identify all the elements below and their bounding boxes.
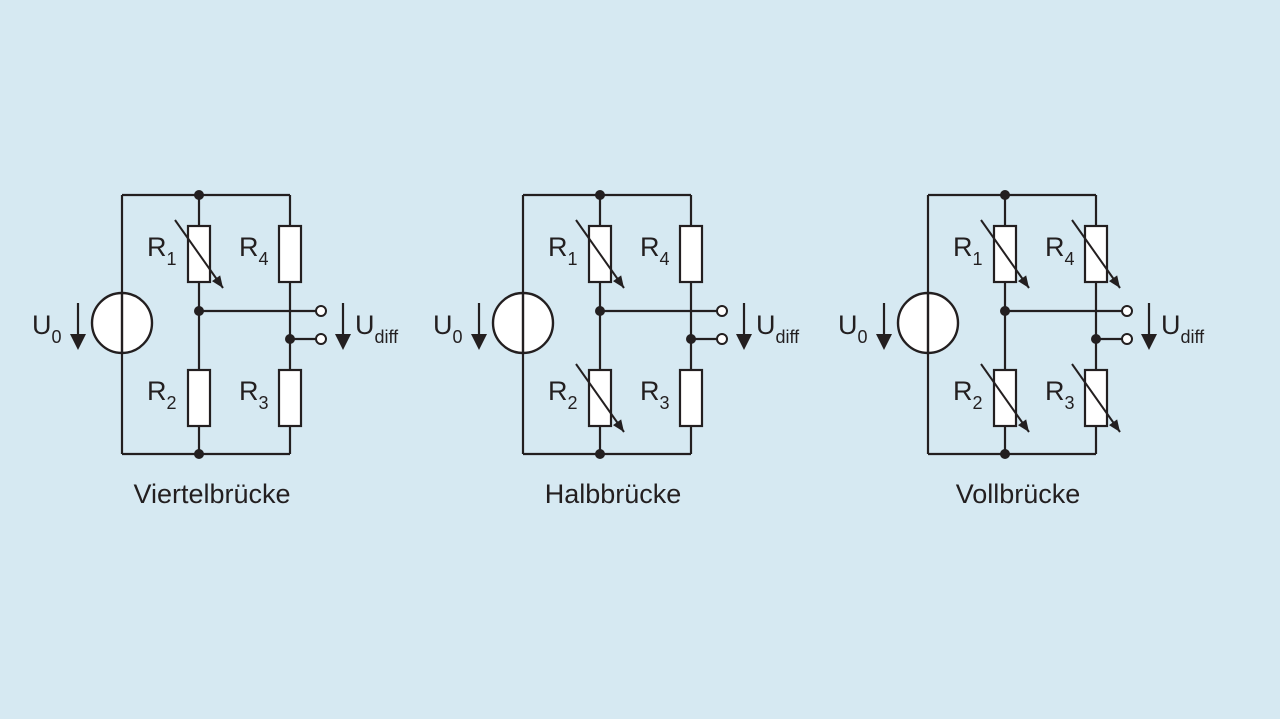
resistor-label: R3 (239, 376, 269, 413)
resistor-r4 (277, 224, 303, 284)
resistor-label: R1 (147, 232, 177, 269)
resistor-r2 (980, 363, 1030, 433)
junction-left-middle (1000, 306, 1010, 316)
output-terminal-upper (716, 305, 728, 317)
junction-right-middle (686, 334, 696, 344)
resistor-label: R3 (640, 376, 670, 413)
output-voltage-arrow (1141, 303, 1157, 350)
junction-left-middle (194, 306, 204, 316)
output-voltage-label: Udiff (756, 310, 800, 347)
resistor-r3 (1071, 363, 1121, 433)
resistor-label: R4 (239, 232, 269, 269)
resistor-r2 (575, 363, 625, 433)
output-terminal-upper (315, 305, 327, 317)
source-voltage-arrow (471, 303, 487, 350)
junction-left-middle (595, 306, 605, 316)
resistor-label: R4 (640, 232, 670, 269)
voltage-source (896, 291, 960, 355)
resistor-r1 (174, 219, 224, 289)
resistor-r1 (980, 219, 1030, 289)
junction-top (1000, 190, 1010, 200)
resistor-r2 (186, 368, 212, 428)
variable-resistor-arrow (174, 219, 224, 289)
variable-resistor-arrow (980, 219, 1030, 289)
voltage-source (90, 291, 154, 355)
bridge-caption: Viertelbrücke (133, 479, 290, 509)
output-voltage-label: Udiff (1161, 310, 1205, 347)
variable-resistor-arrow (1071, 219, 1121, 289)
resistor-r3 (277, 368, 303, 428)
resistor-label: R1 (953, 232, 983, 269)
variable-resistor-arrow (1071, 363, 1121, 433)
resistor-label: R2 (548, 376, 578, 413)
resistor-label: R3 (1045, 376, 1075, 413)
junction-bottom (194, 449, 204, 459)
output-voltage-label: Udiff (355, 310, 399, 347)
source-voltage-label: U0 (838, 310, 868, 347)
bridge-caption: Vollbrücke (956, 479, 1081, 509)
output-voltage-arrow (736, 303, 752, 350)
output-terminal-lower (1121, 333, 1133, 345)
bridge-caption: Halbbrücke (545, 479, 682, 509)
output-terminal-upper (1121, 305, 1133, 317)
output-voltage-arrow (335, 303, 351, 350)
resistor-r1 (575, 219, 625, 289)
output-terminal-lower (315, 333, 327, 345)
resistor-label: R2 (953, 376, 983, 413)
resistor-r4 (678, 224, 704, 284)
junction-bottom (595, 449, 605, 459)
resistor-label: R1 (548, 232, 578, 269)
resistor-r4 (1071, 219, 1121, 289)
resistor-label: R2 (147, 376, 177, 413)
junction-top (194, 190, 204, 200)
output-terminal-lower (716, 333, 728, 345)
resistor-label: R4 (1045, 232, 1075, 269)
resistor-r3 (678, 368, 704, 428)
variable-resistor-arrow (575, 219, 625, 289)
variable-resistor-arrow (980, 363, 1030, 433)
junction-right-middle (1091, 334, 1101, 344)
junction-top (595, 190, 605, 200)
junction-right-middle (285, 334, 295, 344)
source-voltage-label: U0 (433, 310, 463, 347)
variable-resistor-arrow (575, 363, 625, 433)
voltage-source (491, 291, 555, 355)
junction-bottom (1000, 449, 1010, 459)
source-voltage-arrow (876, 303, 892, 350)
source-voltage-label: U0 (32, 310, 62, 347)
source-voltage-arrow (70, 303, 86, 350)
